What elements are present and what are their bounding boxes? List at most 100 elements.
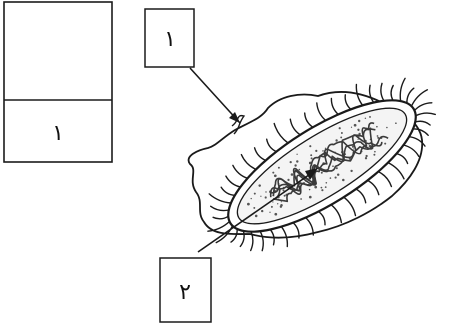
bacterium	[187, 77, 436, 252]
flagellum	[280, 226, 289, 248]
cytoplasm-dot	[294, 164, 297, 167]
cytoplasm-dot	[321, 189, 324, 192]
cytoplasm-dot	[350, 126, 353, 128]
flagellum	[250, 231, 254, 252]
cytoplasm-dot	[296, 160, 299, 163]
flagellum	[305, 216, 314, 236]
cytoplasm-dot	[258, 184, 261, 187]
cytoplasm-dot	[358, 119, 361, 123]
flagellum	[225, 175, 242, 188]
cytoplasm-dot	[274, 212, 278, 216]
flagellum	[273, 122, 289, 144]
flagellum	[412, 128, 429, 136]
cytoplasm-dot	[270, 205, 273, 208]
cytoplasm-dot	[322, 150, 324, 152]
flagellum	[316, 102, 327, 122]
cytoplasm-dot	[272, 171, 275, 174]
label-box-1: ١	[144, 8, 195, 68]
cytoplasm-dot	[320, 186, 323, 189]
cytoplasm-dot	[386, 126, 388, 129]
flagellum	[240, 153, 257, 171]
cytoplasm-dot	[315, 149, 318, 153]
pointer-1-line	[189, 67, 241, 124]
flagellum	[330, 204, 343, 224]
flagellum	[343, 196, 357, 217]
cytoplasm-dot	[377, 136, 380, 139]
cytoplasm-dot	[280, 201, 282, 203]
flagellum	[253, 147, 267, 162]
flagellum	[415, 112, 436, 117]
cytoplasm-dot	[340, 132, 343, 134]
flagellum	[368, 84, 375, 104]
cytoplasm-dot	[342, 178, 345, 182]
flagellum	[406, 87, 415, 104]
cytoplasm-dot	[332, 165, 334, 168]
cytoplasm-dot	[310, 154, 313, 157]
dna-strand	[272, 127, 376, 203]
dna-strand	[270, 122, 375, 195]
cytoplasm-dot	[300, 198, 302, 200]
flagellum	[259, 230, 264, 252]
cytoplasm-dot	[264, 196, 267, 199]
cytoplasm-dot	[296, 153, 298, 155]
cytoplasm-dot	[324, 186, 327, 188]
cytoplasm-dot	[338, 127, 341, 130]
cytoplasm-dot	[357, 138, 359, 140]
flagellum	[317, 210, 326, 226]
flagellum	[413, 102, 433, 112]
cytoplasm-dot	[253, 192, 256, 195]
flagellum	[355, 83, 364, 106]
cytoplasm-dot	[376, 135, 379, 137]
cytoplasm-dot	[365, 154, 368, 158]
flagellum	[410, 89, 429, 107]
flagellum	[380, 82, 385, 102]
label-box-2: ٢	[159, 257, 212, 323]
cytoplasm-dot	[351, 145, 355, 148]
flagellum	[402, 144, 420, 158]
answer-table-cell-2: ١	[52, 121, 64, 146]
capsule-outline	[187, 90, 423, 239]
pointer-2-line	[197, 169, 317, 253]
cytoplasm-dot	[290, 173, 294, 176]
flagellum	[230, 228, 238, 243]
cytoplasm-dot	[282, 189, 285, 192]
cytoplasm-dot	[336, 173, 340, 176]
cytoplasm-dot	[254, 214, 258, 218]
cytoplasm-dot	[325, 182, 328, 184]
cytoplasm-dot	[314, 185, 318, 189]
label-box-2-frame	[159, 257, 212, 323]
cytoplasm-dot	[298, 168, 301, 171]
flagellum	[210, 205, 230, 212]
flagella	[207, 77, 436, 252]
flagellum	[399, 77, 406, 102]
flagellum	[266, 138, 278, 153]
cytoplasm-dot	[308, 188, 311, 191]
cytoplasm-dot	[353, 148, 355, 150]
flagellum	[344, 94, 352, 110]
flagellum	[215, 225, 234, 244]
cytoplasm-dot	[283, 194, 286, 197]
flagellum	[414, 120, 431, 126]
cytoplasm-dot	[273, 174, 277, 178]
cytoplasm-dot	[357, 128, 360, 131]
answer-table-border	[3, 1, 113, 163]
cytoplasm-dot	[253, 206, 256, 209]
pointer-2	[197, 168, 318, 253]
cytoplasm-dot	[376, 125, 378, 128]
cytoplasm-dot	[335, 167, 338, 170]
cytoplasm-dot	[373, 153, 376, 156]
flagellum	[220, 186, 236, 196]
cytoplasm-dot	[309, 145, 312, 148]
cytoplasm-dot	[364, 157, 368, 160]
flagellum	[387, 161, 405, 180]
cytoplasm-dot	[287, 178, 290, 182]
flagellum	[208, 193, 232, 204]
flagellum	[304, 112, 314, 128]
flagellum	[366, 179, 380, 196]
cytoplasm-dot	[265, 191, 267, 193]
cytoplasm-dot	[340, 136, 343, 139]
cytoplasm-dot	[247, 202, 250, 206]
pointer-2-arrowhead	[305, 168, 318, 180]
cytoplasm-dot	[280, 204, 283, 207]
